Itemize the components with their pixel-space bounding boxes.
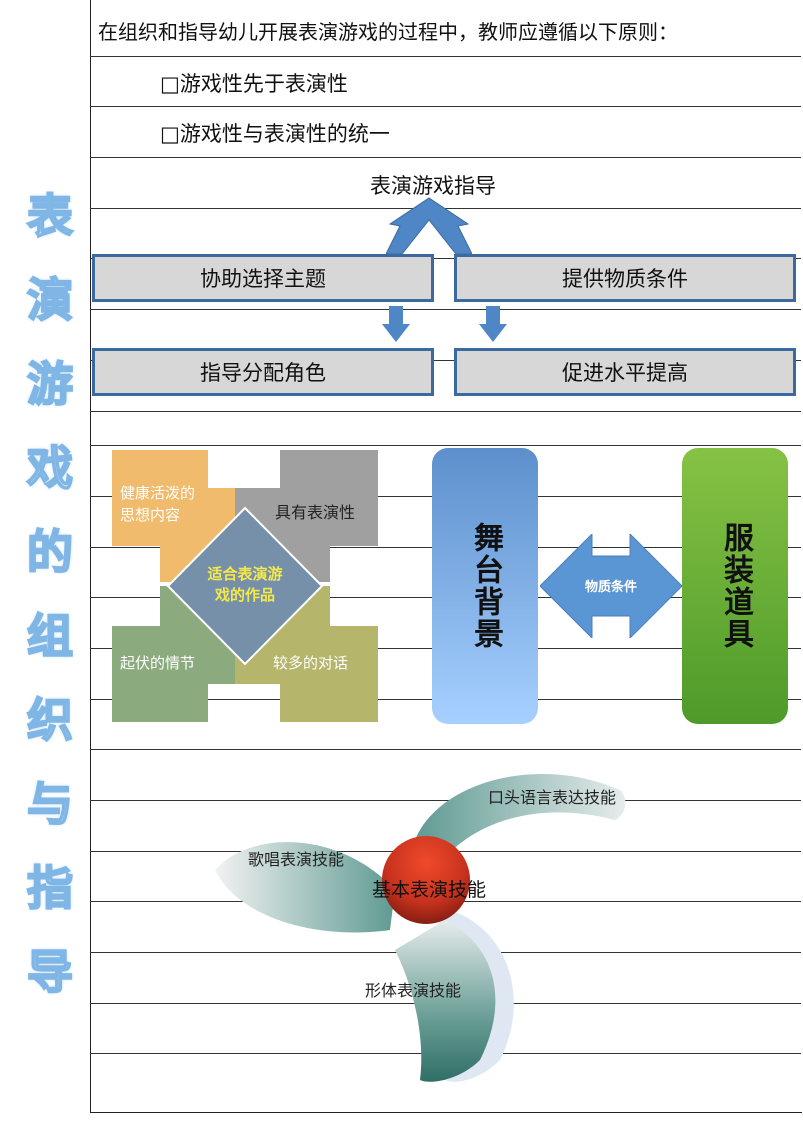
skills-center-label: 基本表演技能 — [372, 879, 486, 901]
costume-props-pillar: 服装道具 — [682, 448, 788, 724]
vertical-title-char: 指 — [26, 860, 74, 916]
split-arrow-icon — [386, 197, 472, 255]
ruled-line — [90, 56, 801, 57]
skill-label: 口头语言表达技能 — [488, 788, 616, 807]
down-arrow-icon — [382, 306, 410, 342]
double-arrow-icon: 物质条件 — [540, 534, 682, 638]
ruled-line — [90, 411, 801, 412]
stage-background-label: 舞台背景 — [468, 522, 503, 650]
vertical-title-char: 导 — [26, 944, 74, 1000]
center-diamond — [166, 506, 324, 666]
stage-background-pillar: 舞台背景 — [432, 448, 538, 724]
work-criteria-diagram: 适合表演游 戏的作品 健康活泼的 思想内容 具有表演性 起伏的情节 较多的对话 — [112, 450, 378, 722]
costume-props-label: 服装道具 — [718, 522, 753, 650]
vertical-title-char: 演 — [26, 272, 74, 328]
vertical-title-char: 与 — [26, 776, 74, 832]
vertical-title-char: 游 — [26, 356, 74, 412]
skill-label: 形体表演技能 — [365, 981, 461, 1000]
lined-page-frame — [90, 0, 802, 1113]
guidance-box-material-conditions: 提供物质条件 — [454, 254, 796, 302]
vertical-title-char: 组 — [26, 608, 74, 664]
header-line: 在组织和指导幼儿开展表演游戏的过程中，教师应遵循以下原则： — [98, 20, 678, 44]
arrow-label: 起伏的情节 — [120, 654, 195, 672]
blade-oral-language — [415, 774, 626, 870]
ruled-line — [90, 800, 801, 801]
guidance-title: 表演游戏指导 — [370, 174, 496, 198]
center-ball — [382, 836, 470, 924]
guidance-box-assign-roles: 指导分配角色 — [92, 348, 434, 396]
arrow-label-line: 思想内容 — [120, 506, 180, 524]
vertical-title-char: 的 — [26, 524, 74, 580]
ruled-line — [90, 360, 801, 361]
vertical-title-char: 表 — [26, 188, 74, 244]
arrow-label: 具有表演性 — [275, 503, 355, 522]
vertical-title-char: 戏 — [26, 440, 74, 496]
ruled-line — [90, 445, 801, 446]
guidance-box-improve-level: 促进水平提高 — [454, 348, 796, 396]
arrow-label: 较多的对话 — [273, 654, 348, 672]
blade-body — [395, 920, 496, 1082]
vertical-title-char: 织 — [26, 692, 74, 748]
ruled-line — [90, 309, 801, 310]
center-label-line: 适合表演游 — [207, 565, 282, 583]
guidance-box-select-theme: 协助选择主题 — [92, 254, 434, 302]
principle-item: □游戏性先于表演性 — [160, 72, 348, 96]
ruled-line — [90, 106, 801, 107]
material-conditions-label: 物质条件 — [585, 579, 637, 595]
blade-singing — [215, 842, 395, 933]
ruled-line — [90, 157, 801, 158]
ruled-line — [90, 258, 801, 259]
ruled-line — [90, 749, 801, 750]
skill-label: 歌唱表演技能 — [248, 850, 344, 869]
principle-item: □游戏性与表演性的统一 — [160, 122, 390, 146]
arrow-label-line: 健康活泼的 — [120, 484, 195, 502]
down-arrow-icon — [479, 306, 507, 342]
performance-skills-diagram: 基本表演技能 口头语言表达技能 歌唱表演技能 形体表演技能 — [215, 774, 626, 1082]
center-label-line: 戏的作品 — [214, 586, 275, 604]
